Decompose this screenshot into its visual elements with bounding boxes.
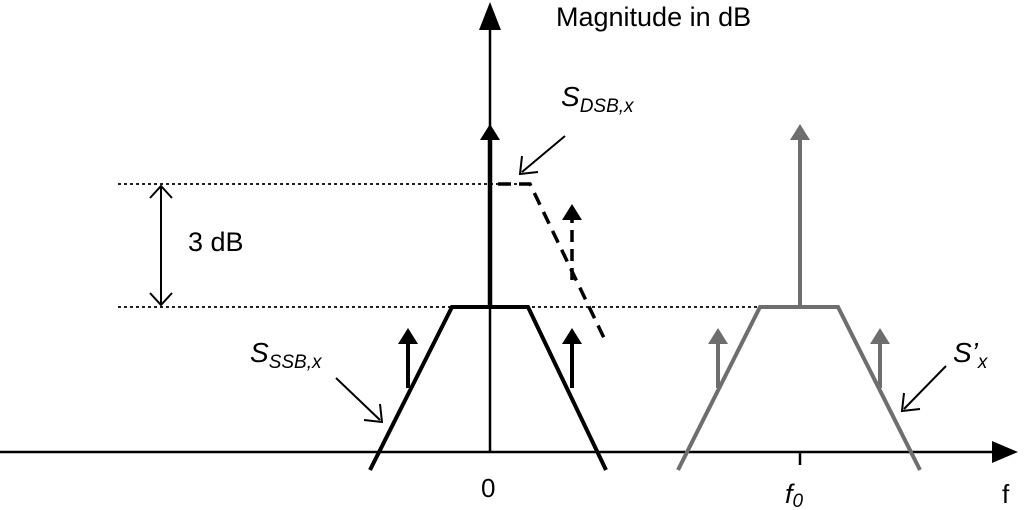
reference-lines [118, 183, 760, 308]
shifted-right-spur-arrow-icon [870, 328, 890, 344]
shifted-spectrum [676, 124, 922, 471]
origin-tick-label: 0 [481, 473, 495, 503]
label-pointers [335, 135, 947, 424]
f0-tick-label: f0 [785, 479, 804, 510]
dsb-spectrum [498, 182, 607, 341]
left-spur-arrow-icon [398, 328, 418, 344]
center-carrier-arrow-icon [480, 124, 500, 140]
ssb-spectrum [368, 124, 608, 471]
axes [0, 2, 1018, 465]
text-labels: Magnitude in dB f 0 f0 3 dB SSSB,x SDSB,… [188, 2, 1010, 510]
sprime-label: S’x [953, 337, 989, 373]
y-axis-arrow-icon [479, 2, 501, 30]
dsb-pointer-head-icon [518, 155, 539, 176]
ssb-pointer [335, 377, 381, 421]
shifted-trapezoid [676, 305, 922, 471]
gap-label: 3 dB [188, 227, 244, 257]
right-spur-arrow-icon [562, 328, 582, 344]
dsb-dashed-line [498, 182, 607, 341]
dsb-pointer [521, 135, 566, 173]
shifted-carrier-arrow-icon [790, 124, 810, 140]
y-axis-label: Magnitude in dB [556, 2, 751, 32]
sprime-pointer-head-icon [900, 392, 921, 413]
x-axis-label: f [1002, 479, 1010, 509]
ssb-label: SSSB,x [250, 337, 323, 373]
gap-double-arrow [149, 184, 173, 307]
ssb-pointer-head-icon [363, 403, 384, 424]
dsb-spur-arrow-icon [562, 204, 582, 220]
dsb-label: SDSB,x [561, 81, 635, 117]
shifted-left-spur-arrow-icon [708, 328, 728, 344]
sprime-pointer [903, 365, 947, 410]
x-axis-arrow-icon [992, 441, 1018, 463]
